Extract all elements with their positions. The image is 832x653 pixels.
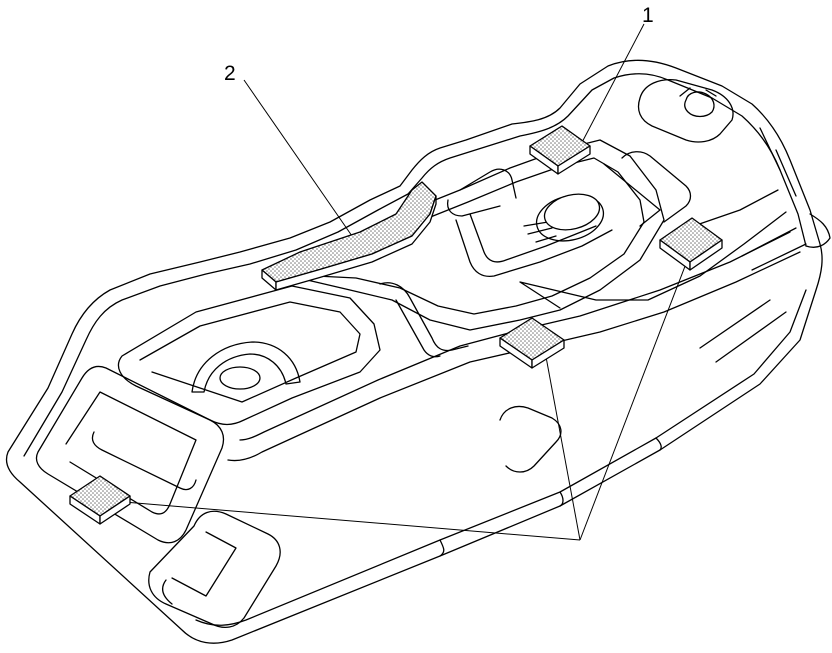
top-ridge-lines <box>519 189 787 309</box>
tank-bottom-flange-2 <box>161 437 662 605</box>
callout-2-label: 2 <box>224 62 236 85</box>
strap-channel-left <box>379 282 469 352</box>
tank-end-cap <box>759 127 831 248</box>
left-hump-inner <box>139 301 361 403</box>
callout-1-leader <box>577 23 645 151</box>
filler-pocket <box>637 78 734 143</box>
left-hump-outline <box>117 285 381 426</box>
left-end-panel <box>35 365 225 544</box>
right-side-ribs <box>699 227 807 363</box>
lower-left-chamber-inner <box>171 531 237 597</box>
side-pocket <box>499 405 562 473</box>
insulator-pad-center <box>499 317 565 369</box>
callout-pad-leader-b <box>543 345 581 541</box>
center-platform <box>289 139 665 331</box>
sending-unit-opening <box>219 366 261 390</box>
strap-channel-left-2 <box>395 299 441 358</box>
callout-1-label: 1 <box>642 4 654 27</box>
insulator-pad-right <box>659 217 723 271</box>
callout-pad-leader-c <box>579 247 693 541</box>
strap-channel-upper <box>459 168 517 199</box>
tank-rim-inner <box>23 73 807 457</box>
insulator-pad-left <box>69 475 131 525</box>
callout-pad-leader-a <box>99 499 581 541</box>
sending-unit-arch <box>191 341 301 393</box>
left-end-panel-inner <box>65 391 197 515</box>
tank-outline <box>5 59 823 644</box>
strap-channel-center-2 <box>469 213 597 263</box>
filler-cap-rim <box>679 87 717 97</box>
lower-left-chamber <box>148 510 281 629</box>
strap-channel-upper-2 <box>446 199 501 217</box>
lower-body-contour <box>239 231 791 441</box>
insulator-strip <box>261 181 437 291</box>
insulator-pad-upper <box>529 125 591 175</box>
lower-body-contour-2 <box>227 251 801 462</box>
vent-valve-top <box>543 193 601 231</box>
left-end-slot <box>91 431 197 491</box>
strap-channel-right <box>621 151 692 223</box>
strap-channel-right-2 <box>603 163 661 227</box>
strap-channel-center <box>455 219 613 278</box>
filler-cap <box>684 91 715 118</box>
callout-2-leader <box>243 79 353 237</box>
